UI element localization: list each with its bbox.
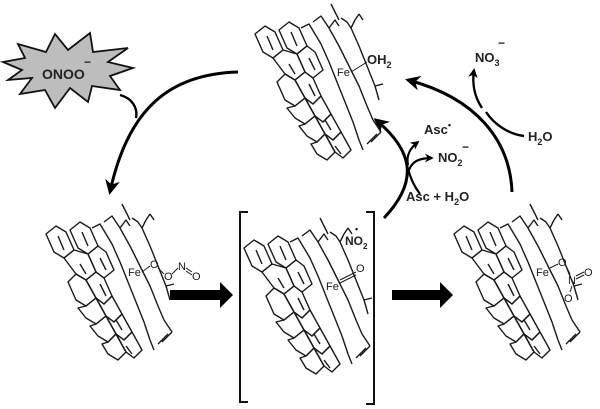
burst-shape bbox=[0, 31, 137, 110]
bracket-right bbox=[366, 211, 375, 405]
svg-text:Asc + H2O: Asc + H2O bbox=[406, 189, 469, 207]
no2-radical-label: NO2 • bbox=[345, 224, 368, 251]
svg-text:−: − bbox=[462, 140, 469, 154]
complex-fe-nitrato: Fe O N O O bbox=[453, 203, 593, 361]
svg-text:O: O bbox=[558, 257, 567, 269]
svg-text:N: N bbox=[568, 275, 576, 287]
complex-fe-oxo: Fe O bbox=[243, 217, 373, 375]
burst-charge: − bbox=[84, 55, 91, 69]
complex-fe-oh2: Fe OH2 bbox=[254, 3, 392, 161]
arrow-asc-radical-output bbox=[406, 140, 420, 166]
svg-text:•: • bbox=[355, 224, 358, 234]
svg-text:O: O bbox=[164, 271, 173, 283]
svg-text:Asc•: Asc• bbox=[424, 120, 451, 137]
svg-text:O: O bbox=[584, 267, 593, 279]
arrow-water-input bbox=[485, 111, 525, 138]
ligand-oh2-label: OH2 bbox=[367, 52, 392, 70]
arrow-onoo-input bbox=[119, 93, 138, 119]
peroxynitrite-ligand: O O N O bbox=[141, 259, 201, 283]
arrow-oh2-to-peroxynitrite bbox=[105, 70, 239, 195]
complex-fe-peroxynitrite: Fe O O N O bbox=[45, 203, 201, 361]
svg-text:O: O bbox=[192, 271, 201, 283]
metal-fe-label: Fe bbox=[337, 67, 350, 79]
water-label: H2O bbox=[528, 129, 553, 147]
svg-text:NO2: NO2 bbox=[438, 150, 463, 168]
arrow-nitrite-output bbox=[407, 153, 434, 171]
metal-fe-label: Fe bbox=[326, 281, 339, 293]
oxo-ligand: O bbox=[356, 263, 365, 275]
arrow-nitrato-to-oh2 bbox=[405, 75, 514, 193]
svg-text:−: − bbox=[498, 36, 505, 50]
bracket-left bbox=[239, 211, 248, 403]
nitrate-label: NO3 − bbox=[475, 36, 505, 68]
arrow-nitrate-output bbox=[468, 68, 484, 109]
svg-text:NO3: NO3 bbox=[475, 50, 500, 68]
arrow-asc-water-input bbox=[406, 167, 421, 195]
peroxynitrite-burst: ONOO − bbox=[0, 31, 137, 110]
metal-fe-label: Fe bbox=[128, 267, 141, 279]
nitrite-label: NO2 − bbox=[438, 140, 469, 168]
asc-radical-label: Asc• bbox=[424, 120, 451, 137]
metal-fe-label: Fe bbox=[536, 267, 549, 279]
block-arrow-2 bbox=[392, 282, 453, 308]
svg-text:NO2: NO2 bbox=[345, 234, 368, 251]
block-arrow-1 bbox=[170, 282, 233, 308]
svg-text:H2O: H2O bbox=[528, 129, 553, 147]
svg-text:N: N bbox=[178, 261, 186, 273]
nitrato-ligand: O N O O bbox=[549, 257, 593, 305]
svg-text:O: O bbox=[564, 293, 573, 305]
burst-label: ONOO bbox=[42, 66, 85, 82]
asc-water-label: Asc + H2O bbox=[406, 189, 469, 207]
arrow-oxo-to-oh2 bbox=[373, 118, 409, 220]
svg-text:O: O bbox=[150, 259, 159, 271]
